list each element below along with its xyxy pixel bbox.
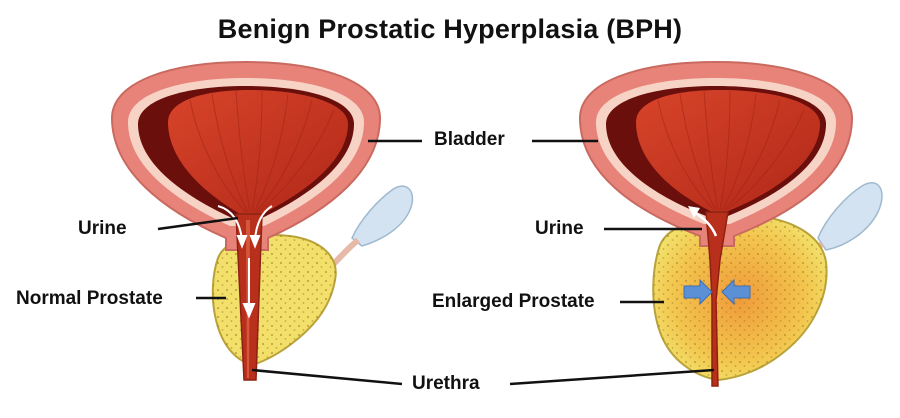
label-urine-left: Urine xyxy=(78,218,127,239)
urethra-pointer-left xyxy=(251,368,403,386)
right-blocked-flow-arrow xyxy=(688,206,718,237)
label-bladder: Bladder xyxy=(434,129,505,150)
urine-pointer-left xyxy=(157,216,239,231)
label-urethra: Urethra xyxy=(412,373,480,394)
compression-arrows xyxy=(683,278,751,306)
left-bladder xyxy=(110,60,382,251)
normal-anatomy xyxy=(110,60,414,381)
right-bladder xyxy=(578,60,854,247)
urethra-pointer-right xyxy=(509,368,715,386)
right-compressed-urethra xyxy=(705,211,729,387)
diagram-title: Benign Prostatic Hyperplasia (BPH) xyxy=(217,14,683,44)
enlarged-anatomy xyxy=(578,60,883,387)
label-normal-prostate: Normal Prostate xyxy=(16,288,163,309)
label-urine-right: Urine xyxy=(535,218,584,239)
pointer-lines xyxy=(157,139,715,386)
left-prostate xyxy=(211,234,337,367)
label-enlarged-prostate: Enlarged Prostate xyxy=(432,291,595,312)
left-urine-flow-arrows xyxy=(217,205,273,319)
